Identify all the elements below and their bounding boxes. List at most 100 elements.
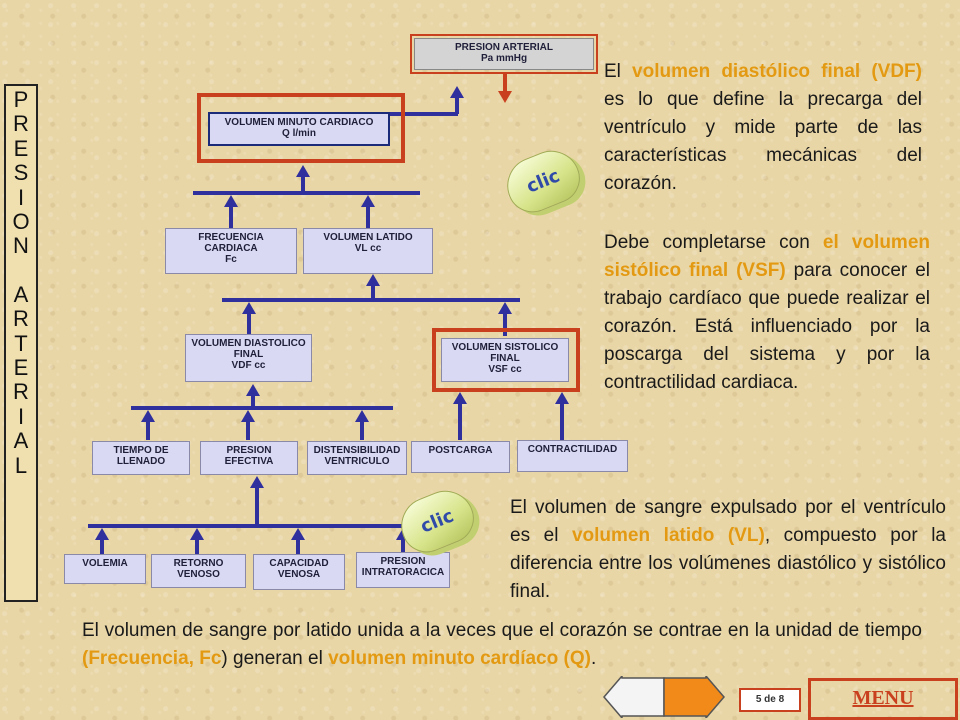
title-letter: R [13, 379, 29, 405]
node-presion-arterial[interactable]: PRESION ARTERIAL Pa mmHg [414, 38, 594, 70]
node-line: LLENADO [116, 456, 166, 467]
node-volemia[interactable]: VOLEMIA [64, 554, 146, 584]
connector-arrowhead [361, 195, 375, 207]
node-presion-efectiva[interactable]: PRESION EFECTIVA [200, 441, 298, 475]
highlighted-term: volumen minuto cardíaco (Q) [328, 648, 591, 669]
node-line: RETORNO [173, 558, 224, 569]
connector-line [371, 284, 375, 300]
connector-line [301, 175, 305, 193]
node-line: PRESION [380, 556, 426, 567]
text-segment: Debe completarse con [604, 232, 823, 253]
connector-arrowhead [224, 195, 238, 207]
node-volumen-diastolico-final[interactable]: VOLUMEN DIASTOLICO FINAL VDF cc [185, 334, 312, 382]
clic-label: clic [417, 504, 457, 538]
node-volumen-latido[interactable]: VOLUMEN LATIDO VL cc [303, 228, 433, 274]
connector-arrowhead [246, 384, 260, 396]
node-volumen-minuto-cardiaco[interactable]: VOLUMEN MINUTO CARDIACO Q l/min [208, 112, 390, 146]
node-line: INTRATORACICA [361, 567, 445, 578]
node-line: VENOSA [277, 569, 321, 580]
node-line: VOLUMEN DIASTOLICO [191, 338, 306, 349]
vertical-title-presion-arterial: P R E S I O N A R T E R I A L [4, 84, 38, 602]
title-letter: L [14, 452, 28, 478]
volumen-minuto-frame [197, 93, 405, 163]
title-letter: R [13, 306, 29, 332]
node-frecuencia-cardiaca[interactable]: FRECUENCIA CARDIACA Fc [165, 228, 297, 274]
connector-bar [131, 406, 393, 410]
vsf-frame [432, 328, 580, 392]
title-letter: T [14, 330, 28, 356]
node-line: VOLUMEN SISTOLICO [451, 342, 559, 353]
connector-line [360, 420, 364, 440]
connector-arrowhead [250, 476, 264, 488]
clic-mouse-button[interactable]: clic [498, 142, 588, 220]
highlighted-term: volumen latido (VL) [571, 525, 765, 546]
text-segment: El volumen de sangre expulsado por el ve… [510, 497, 946, 546]
paragraph-vl: El volumen de sangre expulsado por el ve… [510, 494, 946, 606]
node-line: VDF cc [231, 360, 266, 371]
node-line: FINAL [490, 353, 520, 364]
connector-line [195, 538, 199, 554]
paragraph-q: El volumen de sangre por latido unida a … [82, 617, 922, 673]
connector-line [100, 538, 104, 554]
node-line: DISTENSIBILIDAD [313, 445, 401, 456]
node-line: VENTRICULO [324, 456, 390, 467]
node-line: CARDIACA [204, 243, 258, 254]
node-postcarga[interactable]: POSTCARGA [411, 441, 510, 473]
back-arrow-icon[interactable] [603, 676, 665, 718]
node-line: POSTCARGA [428, 445, 493, 456]
text-segment: . [590, 648, 597, 669]
node-line: FRECUENCIA [198, 232, 264, 243]
text-segment: es lo que define la precarga del ventríc… [604, 89, 922, 194]
page-counter: 5 de 8 [739, 688, 801, 712]
connector-bar [390, 112, 458, 116]
connector-arrowhead [355, 410, 369, 422]
connector-arrowhead [498, 302, 512, 314]
connector-bar [193, 191, 420, 195]
node-presion-intratoracica[interactable]: PRESION INTRATORACICA [356, 552, 450, 588]
node-retorno-venoso[interactable]: RETORNO VENOSO [151, 554, 246, 588]
connector-line [560, 402, 564, 440]
connector-arrowhead [241, 410, 255, 422]
node-line: Fc [225, 254, 237, 265]
highlighted-term: el volumen sistólico final (VSF) [604, 232, 930, 281]
connector-arrowhead [366, 274, 380, 286]
title-letter: I [17, 403, 25, 429]
connector-line [246, 420, 250, 440]
connector-line [366, 205, 370, 229]
highlighted-term: volumen diastólico final (VDF) [632, 61, 922, 82]
connector-line [251, 392, 255, 408]
title-letter: I [17, 184, 25, 210]
connector-line [503, 312, 507, 336]
node-tiempo-de-llenado[interactable]: TIEMPO DE LLENADO [92, 441, 190, 475]
text-segment: para conocer el trabajo cardíaco que pue… [604, 260, 930, 393]
node-line: EFECTIVA [224, 456, 274, 467]
connector-line [229, 205, 233, 229]
connector-line [146, 420, 150, 440]
text-segment: , compuesto por la diferencia entre los … [510, 525, 946, 602]
node-capacidad-venosa[interactable]: CAPACIDAD VENOSA [253, 554, 345, 590]
paragraph-vdf: El volumen diastólico final (VDF) es lo … [604, 58, 922, 198]
node-contractilidad[interactable]: CONTRACTILIDAD [517, 440, 628, 472]
forward-arrow-icon[interactable] [663, 676, 725, 718]
connector-arrowhead [453, 392, 467, 404]
connector-line [401, 538, 405, 554]
menu-button[interactable]: MENU [808, 678, 958, 720]
node-line: VL cc [354, 243, 382, 254]
connector-line [247, 312, 251, 334]
title-letter: P [13, 87, 29, 112]
title-letter: E [13, 135, 29, 161]
title-letter: N [13, 233, 29, 259]
connector-arrowhead [291, 528, 305, 540]
connector-line [455, 96, 459, 114]
node-volumen-sistolico-final[interactable]: VOLUMEN SISTOLICO FINAL VSF cc [441, 338, 569, 382]
node-line: TIEMPO DE [113, 445, 169, 456]
title-letter: O [12, 209, 30, 235]
connector-bar [222, 298, 520, 302]
clic-label: clic [523, 164, 563, 198]
node-line: VOLUMEN LATIDO [323, 232, 413, 243]
clic-mouse-button[interactable]: clic [392, 482, 482, 560]
node-line: PRESION [226, 445, 272, 456]
title-letter: R [13, 111, 29, 137]
text-segment: ) generan el [221, 648, 329, 669]
node-distensibilidad-ventriculo[interactable]: DISTENSIBILIDAD VENTRICULO [307, 441, 407, 475]
